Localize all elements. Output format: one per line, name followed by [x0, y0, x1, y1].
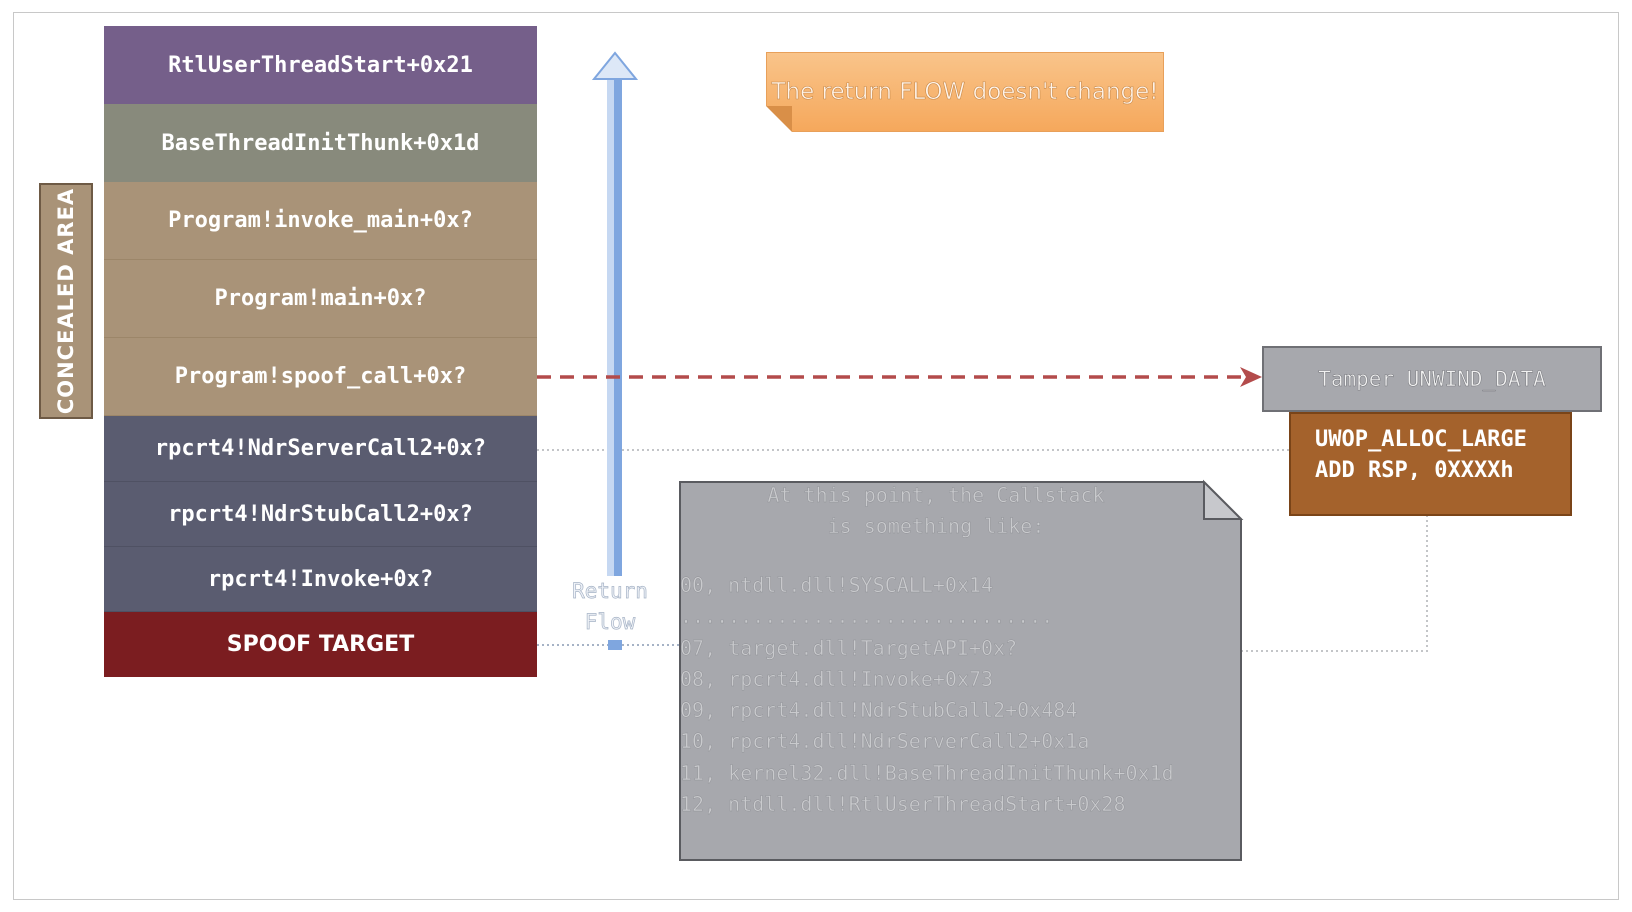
return-flow-label-line2: Flow [584, 610, 636, 635]
tamper-unwind-data-label: Tamper UNWIND_DATA [1318, 367, 1546, 392]
callstack-line: 09, rpcrt4.dll!NdrStubCall2+0x484 [680, 698, 1078, 723]
callstack-line: 12, ntdll.dll!RtlUserThreadStart+0x28 [680, 792, 1126, 817]
callstack-title-line1: At this point, the Callstack [767, 483, 1105, 507]
uwop-line-2: ADD RSP, 0XXXXh [1315, 458, 1514, 483]
callstack-line: 07, target.dll!TargetAPI+0x? [680, 635, 1018, 660]
return-flow-note-text: The return FLOW doesn't change! [771, 78, 1159, 105]
diagram-frame [13, 12, 1619, 900]
uwop-alloc-large-box: UWOP_ALLOC_LARGE ADD RSP, 0XXXXh [1289, 412, 1572, 516]
callstack-line: 08, rpcrt4.dll!Invoke+0x73 [680, 666, 994, 691]
dotted-connector-uwop [1241, 516, 1428, 652]
callstack-line: 11, kernel32.dll!BaseThreadInitThunk+0x1… [680, 760, 1174, 785]
stack-frame-basethreadinitthunk: BaseThreadInitThunk+0x1d [104, 104, 537, 182]
callstack-content: At this point, the Callstack is somethin… [680, 480, 1240, 820]
tamper-unwind-data-box: Tamper UNWIND_DATA [1262, 346, 1602, 412]
return-flow-label-line1: Return [572, 579, 649, 604]
return-flow-arrow [591, 51, 639, 650]
note-folded-corner [766, 106, 792, 132]
callstack-box [679, 479, 1244, 861]
stack-frame-spoof-call: Program!spoof_call+0x? [104, 338, 537, 416]
uwop-line-1: UWOP_ALLOC_LARGE [1315, 427, 1527, 452]
callstack-title-line2: is something like: [827, 514, 1045, 538]
callstack-line: 10, rpcrt4.dll!NdrServerCall2+0x1a [680, 729, 1090, 754]
stack-frame-spoof-target: SPOOF TARGET [104, 612, 537, 677]
return-flow-note: The return FLOW doesn't change! [766, 52, 1164, 132]
stack-frame-rtluserthreadstart: RtlUserThreadStart+0x21 [104, 26, 537, 104]
return-flow-label: Return Flow [560, 576, 660, 638]
concealed-area-text: CONCEALED AREA [54, 187, 78, 415]
callstack-line: ............................... [680, 604, 1054, 629]
stack-frame-ndrstubcall2: rpcrt4!NdrStubCall2+0x? [104, 482, 537, 547]
stack-frame-main: Program!main+0x? [104, 260, 537, 338]
stack-frame-ndrservercall2: rpcrt4!NdrServerCall2+0x? [104, 416, 537, 482]
dashed-red-arrow [537, 367, 1262, 387]
concealed-area-label: CONCEALED AREA [39, 183, 93, 419]
stack-frame-invoke-main: Program!invoke_main+0x? [104, 182, 537, 260]
callstack-line: 00, ntdll.dll!SYSCALL+0x14 [680, 573, 994, 597]
stack-frame-invoke: rpcrt4!Invoke+0x? [104, 547, 537, 612]
